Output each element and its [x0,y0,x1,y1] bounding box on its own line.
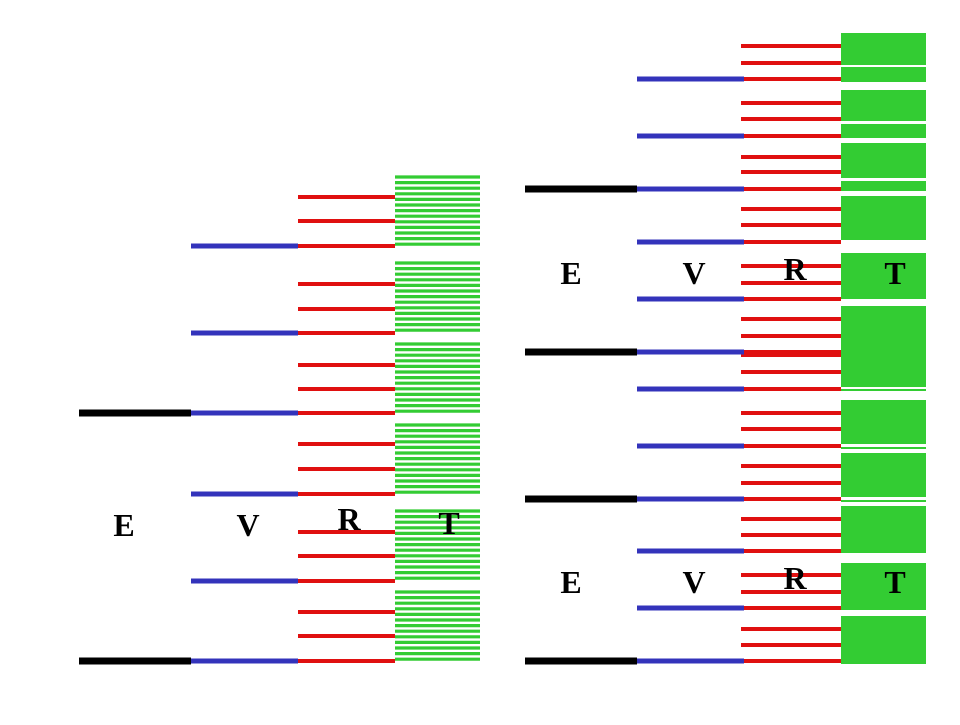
right-electronic-levels [525,185,637,665]
translational-band [841,196,926,240]
translational-band [841,143,926,178]
right-translational-levels [841,33,926,664]
right-diagram: E V R T E V R T [525,33,926,665]
left-translational-levels [395,175,480,661]
left-diagram: E V R T [79,175,480,665]
right-lower-label-translational: T [884,564,905,600]
left-rotational-levels [298,195,395,663]
translational-band [841,563,926,610]
translational-band [841,90,926,121]
right-rotational-levels [741,44,841,663]
right-upper-label-electronic: E [560,255,581,291]
left-vibrational-levels [191,243,298,664]
translational-band [841,616,926,664]
left-label-electronic: E [113,507,134,543]
translational-band [841,181,926,191]
right-upper-label-vibrational: V [682,255,705,291]
left-electronic-levels [79,409,191,665]
right-vibrational-levels [637,76,744,664]
left-label-rotational: R [337,501,361,537]
right-upper-label-rotational: R [783,251,807,287]
translational-band [841,253,926,299]
translational-band [841,453,926,497]
right-upper-label-translational: T [884,255,905,291]
translational-band [841,306,926,387]
translational-band [841,124,926,138]
translational-band [841,500,926,502]
right-lower-label-vibrational: V [682,564,705,600]
translational-band [841,400,926,444]
translational-band [841,67,926,82]
left-label-vibrational: V [236,507,259,543]
translational-band [841,447,926,449]
left-label-translational: T [438,505,459,541]
right-lower-label-rotational: R [783,560,807,596]
translational-band [841,506,926,553]
translational-band [841,389,926,391]
right-lower-label-electronic: E [560,564,581,600]
translational-band [841,33,926,65]
